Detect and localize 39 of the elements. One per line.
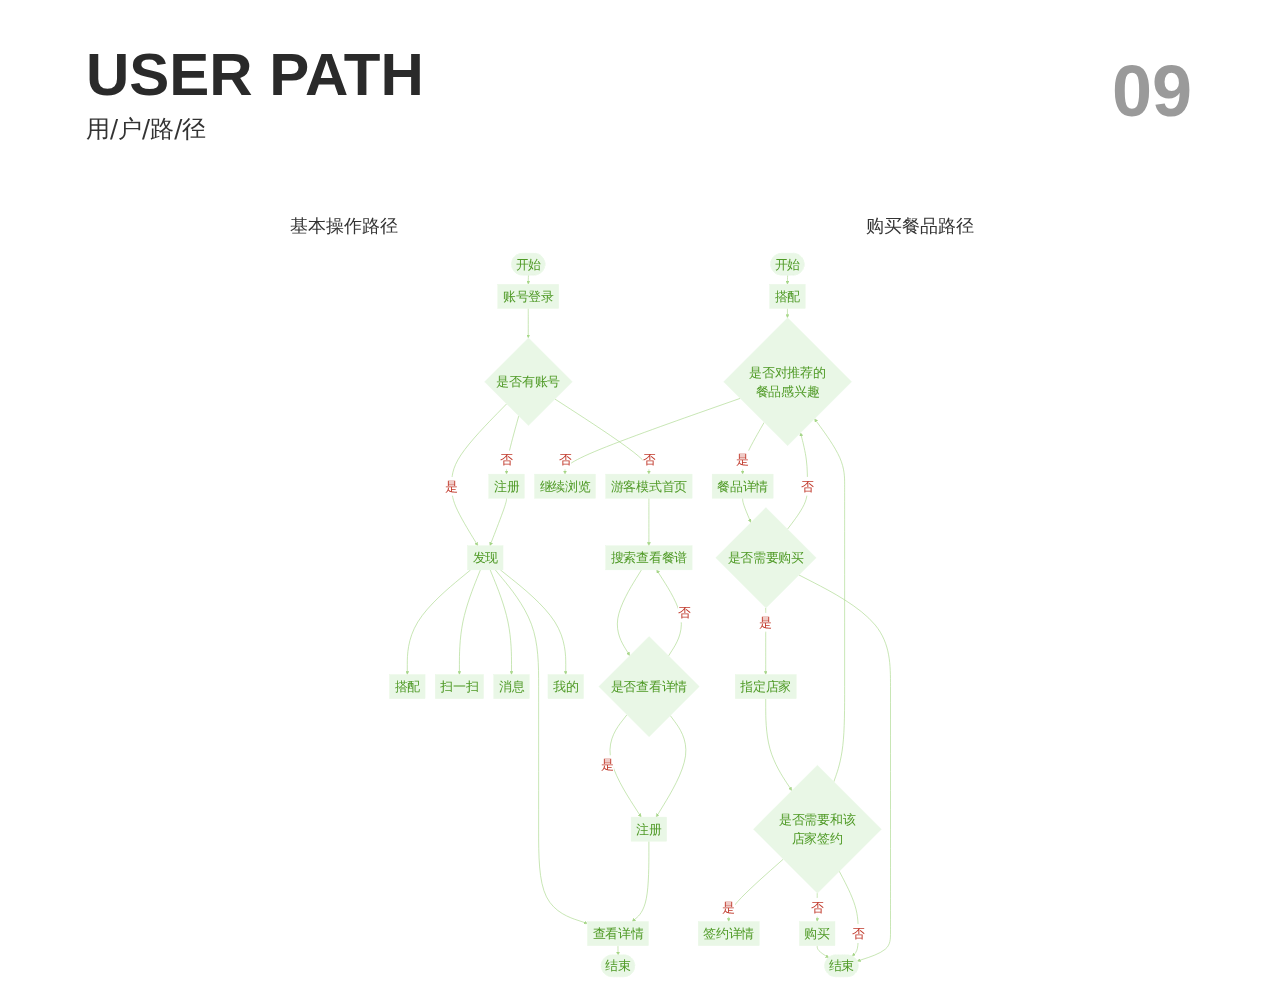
node-box: 搜索查看餐谱 (605, 545, 693, 571)
node-box: 继续浏览 (534, 473, 596, 499)
edge-label: 是 (445, 478, 459, 494)
node-box: 注册 (630, 816, 667, 842)
subtitle: 用/户/路/径 (86, 114, 207, 145)
edge-label: 否 (558, 452, 572, 468)
node-box: 我的 (547, 674, 584, 699)
node-box: 账号登录 (497, 284, 559, 309)
node-diamond: 是否查看详情 (598, 636, 700, 737)
edge-label: 是 (722, 899, 736, 915)
title: USER PATH (86, 40, 424, 109)
edge-label: 否 (801, 478, 814, 494)
node-diamond: 是否有账号 (484, 337, 573, 426)
edge-label: 是 (736, 452, 749, 468)
node-box: 查看详情 (587, 921, 649, 946)
node-diamond: 是否对推荐的餐品感兴趣 (723, 317, 852, 446)
edge-label: 否 (642, 452, 656, 468)
edge-label: 否 (677, 605, 691, 621)
node-box: 消息 (493, 674, 530, 699)
node-box: 发现 (467, 545, 504, 571)
node-box: 游客模式首页 (605, 473, 693, 499)
edge-label: 否 (851, 926, 865, 942)
node-box: 餐品详情 (711, 473, 774, 499)
section-heading: 基本操作路径 (290, 214, 398, 238)
node-diamond: 是否需要购买 (715, 507, 817, 609)
node-box: 搭配 (389, 674, 426, 699)
node-box: 签约详情 (698, 921, 760, 946)
node-diamond: 是否需要和该店家签约 (753, 765, 882, 894)
edge-label: 是 (601, 757, 614, 773)
edge-label: 是 (759, 614, 773, 630)
section-heading: 购买餐品路径 (866, 214, 974, 238)
edge-label: 否 (810, 899, 824, 915)
node-box: 指定店家 (735, 674, 797, 699)
node-box: 搭配 (769, 284, 806, 309)
edge-label: 否 (500, 452, 513, 468)
page-number: 09 (1111, 50, 1192, 132)
node-box: 注册 (488, 473, 525, 499)
node-box: 扫一扫 (435, 674, 484, 699)
node-box: 购买 (799, 921, 836, 946)
